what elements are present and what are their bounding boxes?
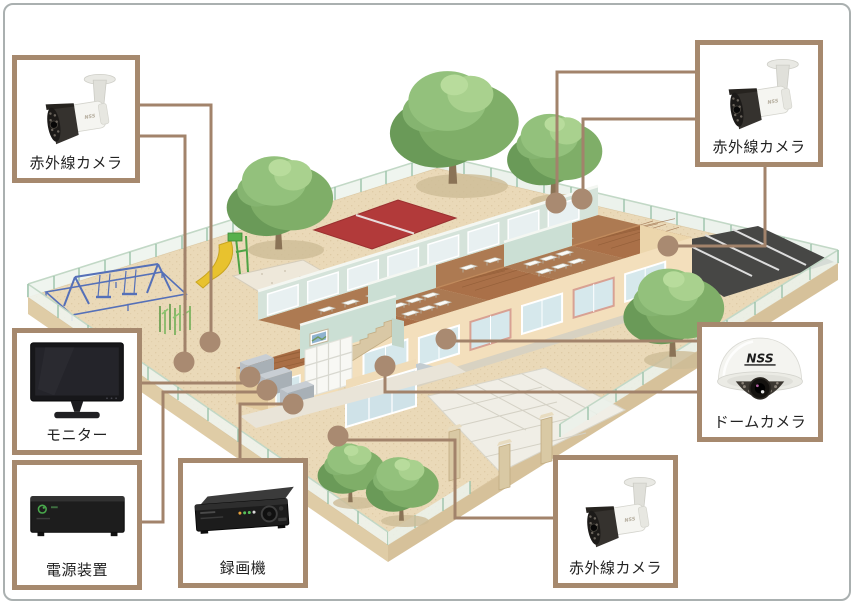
recorder-image xyxy=(183,463,303,561)
bullet-camera-image: NSS xyxy=(558,460,673,561)
power-supply-image xyxy=(17,465,137,563)
camera-location-dot xyxy=(571,188,593,210)
connector-line xyxy=(140,103,213,342)
monitor-image xyxy=(17,333,137,428)
monitor-icon xyxy=(30,341,124,418)
connector-line xyxy=(140,390,267,524)
bullet-camera-icon: NSS xyxy=(728,58,799,129)
camera-location-dot xyxy=(374,355,396,377)
nss-logo: NSS xyxy=(84,113,96,121)
equipment-box-recorder: 録画機 xyxy=(178,458,308,588)
camera-location-dot xyxy=(199,331,221,353)
power-supply-icon xyxy=(30,496,125,537)
equipment-location-dot xyxy=(256,379,278,401)
equipment-label: 赤外線カメラ xyxy=(712,138,806,156)
equipment-label: 赤外線カメラ xyxy=(29,154,123,172)
camera-location-dot xyxy=(545,192,567,214)
camera-location-dot xyxy=(657,235,679,257)
recorder-icon xyxy=(194,486,294,534)
equipment-box-ir-camera-bottom: NSS 赤外線カメラ xyxy=(553,455,678,588)
connector-line xyxy=(140,134,187,362)
connector-line xyxy=(238,402,293,460)
bullet-camera-image: NSS xyxy=(700,45,818,140)
slide xyxy=(195,232,249,289)
equipment-box-power-supply: 電源装置 xyxy=(12,460,142,590)
red-court xyxy=(312,199,458,250)
equipment-label: モニター xyxy=(45,426,108,444)
equipment-label: 電源装置 xyxy=(45,561,108,579)
parking-area xyxy=(650,226,834,297)
camera-location-dot xyxy=(435,328,457,350)
bullet-camera-icon: NSS xyxy=(585,476,656,547)
connector-line xyxy=(338,438,555,520)
nss-logo: NSS xyxy=(767,98,779,106)
dome-camera-icon: NSS xyxy=(717,337,803,400)
connector-line xyxy=(581,117,697,199)
equipment-label: 録画機 xyxy=(219,559,267,577)
camera-location-dot xyxy=(327,425,349,447)
equipment-box-ir-camera-top-right: NSS 赤外線カメラ xyxy=(695,40,823,167)
dome-camera-image: NSS xyxy=(702,327,818,415)
camera-location-dot xyxy=(173,351,195,373)
equipment-location-dot xyxy=(282,393,304,415)
connector-line xyxy=(668,165,767,248)
nss-logo: NSS xyxy=(746,351,773,365)
connector-line xyxy=(383,366,700,394)
gate-pillars xyxy=(447,412,554,491)
equipment-label: ドームカメラ xyxy=(713,413,807,431)
camera-location-dots xyxy=(173,188,679,447)
bullet-camera-icon: NSS xyxy=(45,73,116,145)
bullet-camera-image: NSS xyxy=(17,60,135,156)
equipment-box-dome-camera: NSS ドームカメラ xyxy=(697,322,823,442)
equipment-location-dot xyxy=(239,366,261,388)
equipment-box-monitor: モニター xyxy=(12,328,142,455)
nss-logo: NSS xyxy=(624,516,636,524)
equipment-label: 赤外線カメラ xyxy=(568,559,662,577)
equipment-box-ir-camera-top-left: NSS 赤外線カメラ xyxy=(12,55,140,183)
connector-line xyxy=(555,70,697,203)
